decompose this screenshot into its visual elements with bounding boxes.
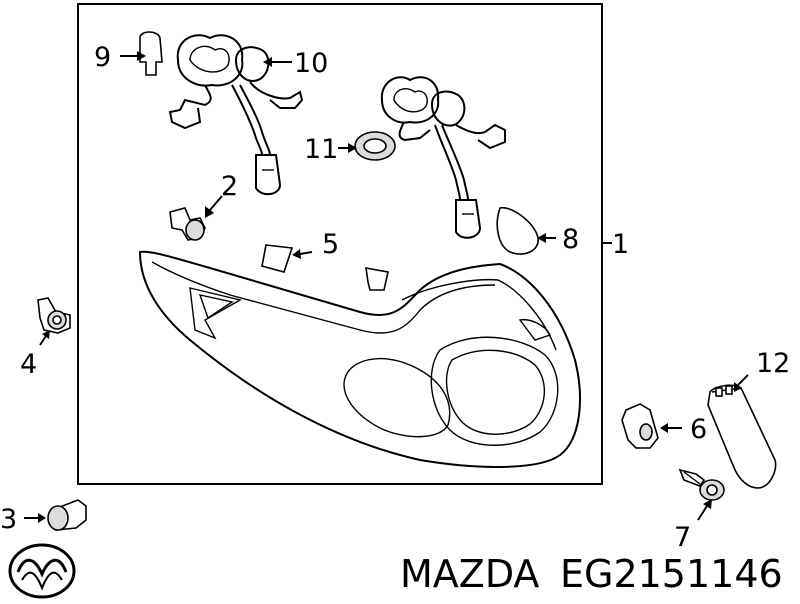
callout-12: 12 bbox=[756, 348, 790, 379]
callout-1: 1 bbox=[612, 229, 629, 260]
callout-10: 10 bbox=[294, 48, 328, 79]
bulb-socket-harness-right bbox=[380, 76, 506, 239]
callout-11: 11 bbox=[304, 134, 338, 165]
bulb-socket-harness-left bbox=[168, 34, 304, 196]
callout-9: 9 bbox=[94, 42, 111, 73]
callout-2: 2 bbox=[221, 171, 238, 202]
part-12-side-reflector bbox=[707, 374, 777, 489]
part-7-screw bbox=[678, 468, 725, 521]
part-10-socket-leader bbox=[263, 57, 292, 67]
callout-4: 4 bbox=[20, 349, 37, 380]
callout-5: 5 bbox=[322, 229, 339, 260]
caption-part-number: EG2151146 bbox=[560, 552, 783, 596]
part-5-pad bbox=[261, 244, 389, 291]
caption-brand: MAZDA bbox=[400, 552, 539, 596]
mazda-logo-icon bbox=[8, 543, 76, 599]
part-4-nut bbox=[37, 297, 71, 346]
callout-3: 3 bbox=[0, 504, 17, 535]
callout-8: 8 bbox=[562, 224, 579, 255]
part-2-clip bbox=[169, 195, 223, 241]
callout-6: 6 bbox=[690, 414, 707, 445]
part-8-cap bbox=[496, 206, 556, 255]
callout-7: 7 bbox=[674, 522, 691, 553]
part-3-clip bbox=[24, 499, 87, 531]
tail-lamp-housing bbox=[138, 250, 581, 468]
assembly-frame bbox=[77, 3, 603, 485]
part-9-wedge-bulb bbox=[120, 31, 163, 76]
part-6-retainer bbox=[621, 403, 682, 449]
part-11-grommet bbox=[338, 131, 396, 161]
